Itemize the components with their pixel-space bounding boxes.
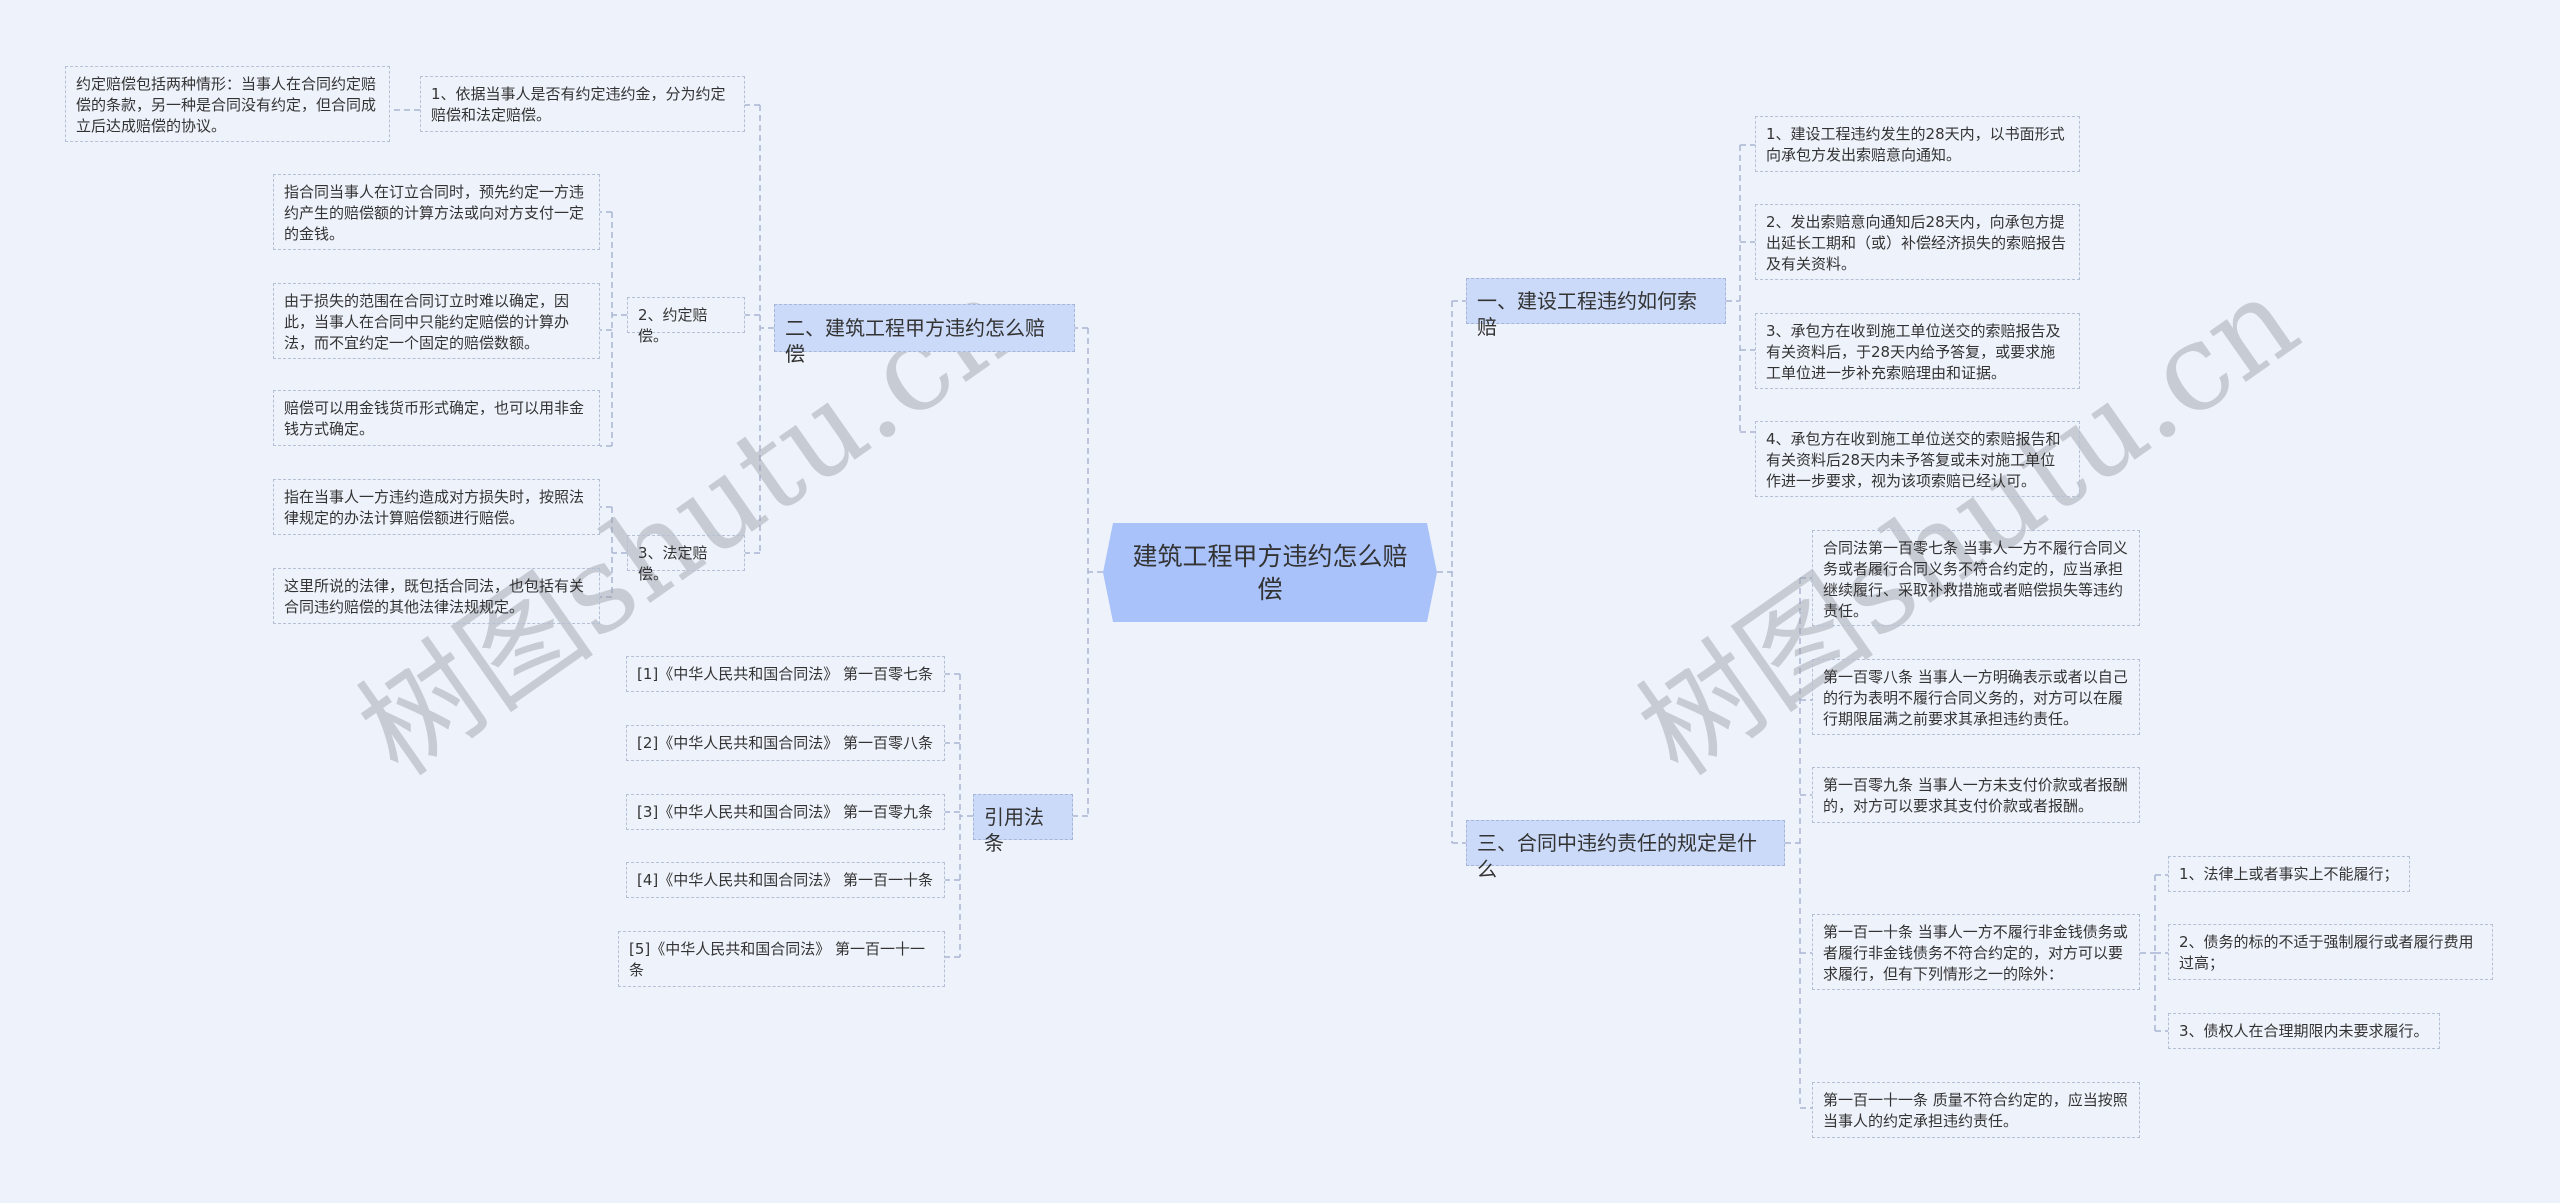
compensation-item-1-text: 1、依据当事人是否有约定违约金，分为约定赔偿和法定赔偿。	[431, 85, 726, 124]
branch-claims-label: 一、建设工程违约如何索赔	[1477, 289, 1697, 339]
central-topic[interactable]: 建筑工程甲方违约怎么赔偿	[1103, 523, 1437, 622]
compensation-item-1-detail[interactable]: 约定赔偿包括两种情形：当事人在合同约定赔偿的条款，另一种是合同没有约定，但合同成…	[65, 66, 390, 142]
citation-item-2-text: [2]《中华人民共和国合同法》 第一百零八条	[637, 734, 934, 752]
article-110-text: 第一百一十条 当事人一方不履行非金钱债务或者履行非金钱债务不符合约定的，对方可以…	[1823, 923, 2128, 983]
article-111-text: 第一百一十一条 质量不符合约定的，应当按照当事人的约定承担违约责任。	[1823, 1091, 2128, 1130]
claim-step-3-text: 3、承包方在收到施工单位送交的索赔报告及有关资料后，于28天内给予答复，或要求施…	[1766, 322, 2061, 382]
compensation-item-1-detail-text: 约定赔偿包括两种情形：当事人在合同约定赔偿的条款，另一种是合同没有约定，但合同成…	[76, 75, 377, 135]
citation-item-2[interactable]: [2]《中华人民共和国合同法》 第一百零八条	[626, 725, 945, 761]
statutory-compensation-detail-1[interactable]: 指在当事人一方违约造成对方损失时，按照法律规定的办法计算赔偿额进行赔偿。	[273, 479, 600, 535]
claim-step-4-text: 4、承包方在收到施工单位送交的索赔报告和有关资料后28天内未予答复或未对施工单位…	[1766, 430, 2061, 490]
compensation-item-3[interactable]: 3、法定赔偿。	[627, 535, 745, 583]
article-107-text: 合同法第一百零七条 当事人一方不履行合同义务或者履行合同义务不符合约定的，应当承…	[1823, 539, 2128, 620]
statutory-compensation-detail-1-text: 指在当事人一方违约造成对方损失时，按照法律规定的办法计算赔偿额进行赔偿。	[284, 488, 585, 527]
article-110-exception-2-text: 2、债务的标的不适于强制履行或者履行费用过高；	[2179, 933, 2474, 972]
citation-item-3[interactable]: [3]《中华人民共和国合同法》 第一百零九条	[626, 794, 945, 830]
agreed-compensation-detail-2[interactable]: 由于损失的范围在合同订立时难以确定，因此，当事人在合同中只能约定赔偿的计算办法，…	[273, 283, 600, 359]
claim-step-3[interactable]: 3、承包方在收到施工单位送交的索赔报告及有关资料后，于28天内给予答复，或要求施…	[1755, 313, 2080, 389]
branch-citations[interactable]: 引用法条	[973, 794, 1073, 855]
citation-item-4-text: [4]《中华人民共和国合同法》 第一百一十条	[637, 871, 934, 889]
article-107[interactable]: 合同法第一百零七条 当事人一方不履行合同义务或者履行合同义务不符合约定的，应当承…	[1812, 530, 2140, 626]
claim-step-1-text: 1、建设工程违约发生的28天内，以书面形式向承包方发出索赔意向通知。	[1766, 125, 2065, 164]
article-110-exception-2[interactable]: 2、债务的标的不适于强制履行或者履行费用过高；	[2168, 924, 2493, 980]
claim-step-2[interactable]: 2、发出索赔意向通知后28天内，向承包方提出延长工期和（或）补偿经济损失的索赔报…	[1755, 204, 2080, 280]
branch-compensation-label: 二、建筑工程甲方违约怎么赔偿	[785, 316, 1045, 366]
citation-item-3-text: [3]《中华人民共和国合同法》 第一百零九条	[637, 803, 934, 821]
branch-citations-label: 引用法条	[984, 805, 1044, 855]
claim-step-1[interactable]: 1、建设工程违约发生的28天内，以书面形式向承包方发出索赔意向通知。	[1755, 116, 2080, 172]
article-109-text: 第一百零九条 当事人一方未支付价款或者报酬的，对方可以要求其支付价款或者报酬。	[1823, 776, 2128, 815]
article-110-exception-3[interactable]: 3、债权人在合理期限内未要求履行。	[2168, 1013, 2440, 1049]
citation-item-4[interactable]: [4]《中华人民共和国合同法》 第一百一十条	[626, 862, 945, 898]
branch-liability-label: 三、合同中违约责任的规定是什么	[1477, 831, 1757, 881]
branch-compensation[interactable]: 二、建筑工程甲方违约怎么赔偿	[774, 304, 1075, 366]
central-topic-label: 建筑工程甲方违约怎么赔偿	[1132, 541, 1408, 604]
compensation-item-3-text: 3、法定赔偿。	[638, 544, 708, 583]
citation-item-5-text: [5]《中华人民共和国合同法》 第一百一十一条	[629, 940, 926, 979]
branch-liability[interactable]: 三、合同中违约责任的规定是什么	[1466, 820, 1785, 881]
citation-item-1-text: [1]《中华人民共和国合同法》 第一百零七条	[637, 665, 934, 683]
agreed-compensation-detail-2-text: 由于损失的范围在合同订立时难以确定，因此，当事人在合同中只能约定赔偿的计算办法，…	[284, 292, 570, 352]
citation-item-5[interactable]: [5]《中华人民共和国合同法》 第一百一十一条	[618, 931, 945, 987]
article-110-exception-3-text: 3、债权人在合理期限内未要求履行。	[2179, 1022, 2429, 1040]
article-108[interactable]: 第一百零八条 当事人一方明确表示或者以自己的行为表明不履行合同义务的，对方可以在…	[1812, 659, 2140, 735]
statutory-compensation-detail-2-text: 这里所说的法律，既包括合同法，也包括有关合同违约赔偿的其他法律法规规定。	[284, 577, 585, 616]
citation-item-1[interactable]: [1]《中华人民共和国合同法》 第一百零七条	[626, 656, 945, 692]
compensation-item-2[interactable]: 2、约定赔偿。	[627, 297, 745, 345]
agreed-compensation-detail-3-text: 赔偿可以用金钱货币形式确定，也可以用非金钱方式确定。	[284, 399, 585, 438]
claim-step-2-text: 2、发出索赔意向通知后28天内，向承包方提出延长工期和（或）补偿经济损失的索赔报…	[1766, 213, 2067, 273]
branch-claims[interactable]: 一、建设工程违约如何索赔	[1466, 278, 1726, 339]
article-110-exception-1-text: 1、法律上或者事实上不能履行；	[2179, 865, 2399, 883]
statutory-compensation-detail-2[interactable]: 这里所说的法律，既包括合同法，也包括有关合同违约赔偿的其他法律法规规定。	[273, 568, 600, 624]
article-109[interactable]: 第一百零九条 当事人一方未支付价款或者报酬的，对方可以要求其支付价款或者报酬。	[1812, 767, 2140, 823]
article-111[interactable]: 第一百一十一条 质量不符合约定的，应当按照当事人的约定承担违约责任。	[1812, 1082, 2140, 1138]
compensation-item-1[interactable]: 1、依据当事人是否有约定违约金，分为约定赔偿和法定赔偿。	[420, 76, 745, 132]
compensation-item-2-text: 2、约定赔偿。	[638, 306, 708, 345]
article-108-text: 第一百零八条 当事人一方明确表示或者以自己的行为表明不履行合同义务的，对方可以在…	[1823, 668, 2128, 728]
article-110[interactable]: 第一百一十条 当事人一方不履行非金钱债务或者履行非金钱债务不符合约定的，对方可以…	[1812, 914, 2140, 990]
article-110-exception-1[interactable]: 1、法律上或者事实上不能履行；	[2168, 856, 2410, 892]
agreed-compensation-detail-3[interactable]: 赔偿可以用金钱货币形式确定，也可以用非金钱方式确定。	[273, 390, 600, 446]
agreed-compensation-detail-1[interactable]: 指合同当事人在订立合同时，预先约定一方违约产生的赔偿额的计算方法或向对方支付一定…	[273, 174, 600, 250]
agreed-compensation-detail-1-text: 指合同当事人在订立合同时，预先约定一方违约产生的赔偿额的计算方法或向对方支付一定…	[284, 183, 585, 243]
claim-step-4[interactable]: 4、承包方在收到施工单位送交的索赔报告和有关资料后28天内未予答复或未对施工单位…	[1755, 421, 2080, 497]
